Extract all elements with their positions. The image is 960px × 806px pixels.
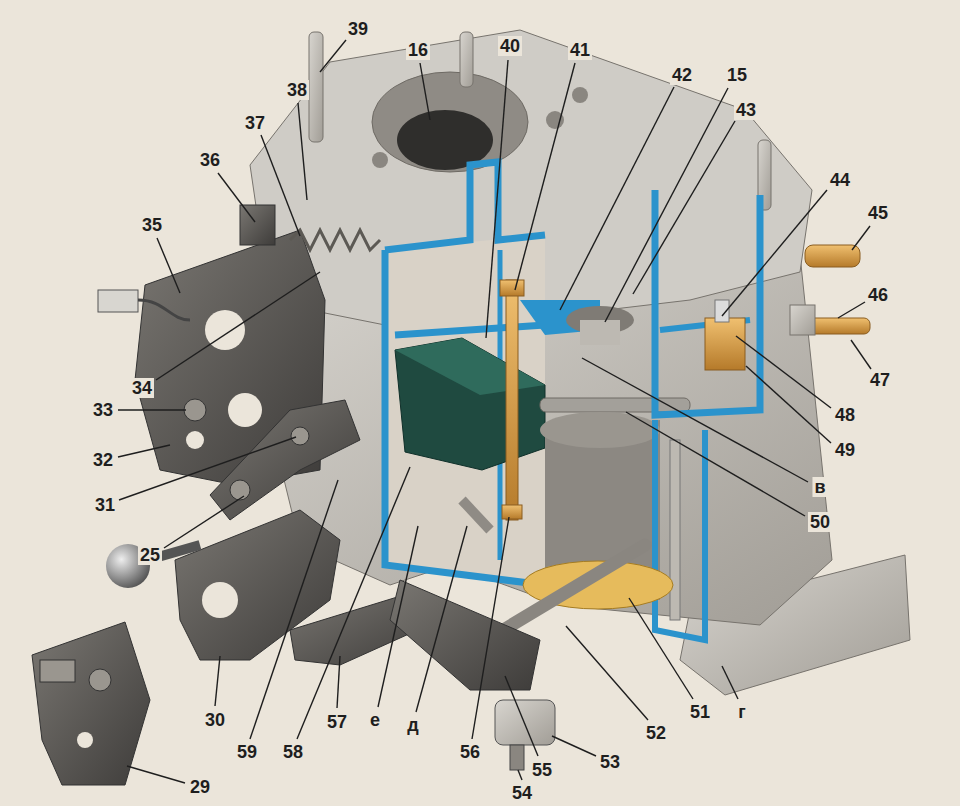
lever — [390, 580, 540, 690]
callout-number: 33 — [91, 400, 115, 420]
air-intake — [372, 72, 528, 172]
spring — [290, 230, 380, 250]
callout-number: 40 — [498, 36, 522, 56]
screw — [89, 669, 111, 691]
callout-number: 30 — [203, 710, 227, 730]
clip — [40, 660, 75, 682]
callout-number: 32 — [91, 450, 115, 470]
callout-number: г — [736, 702, 748, 722]
emulsion-tube — [506, 280, 518, 520]
callout-number: 44 — [828, 170, 852, 190]
adjust-screw — [510, 745, 524, 770]
callout-number: 54 — [510, 783, 534, 803]
callout-number: 31 — [93, 495, 117, 515]
section-wall — [655, 190, 760, 415]
air-jet — [500, 280, 524, 296]
callout-number: 58 — [281, 742, 305, 762]
callout-number: 53 — [598, 752, 622, 772]
section-wall — [385, 162, 545, 250]
stud — [460, 32, 473, 87]
stud — [309, 32, 323, 142]
callout-number: 43 — [734, 100, 758, 120]
float — [395, 338, 545, 470]
callout-number: 49 — [833, 440, 857, 460]
plate-hole — [186, 431, 204, 449]
screw-hole — [572, 87, 588, 103]
callout-number: 47 — [868, 370, 892, 390]
callout-number: 46 — [866, 285, 890, 305]
callout-number: 39 — [346, 19, 370, 39]
callout-number: 38 — [285, 80, 309, 100]
callout-number: 52 — [644, 723, 668, 743]
plate-hole — [228, 393, 262, 427]
fitting-body — [790, 305, 815, 335]
callout-number: 55 — [530, 760, 554, 780]
callout-number: е — [368, 710, 382, 730]
callout-number: 45 — [866, 203, 890, 223]
callout-number: 57 — [325, 712, 349, 732]
mixing-chamber — [540, 412, 660, 448]
callout-number: 42 — [670, 65, 694, 85]
bracket — [495, 700, 555, 745]
callout-number: 29 — [188, 777, 212, 797]
callout-number: 35 — [140, 215, 164, 235]
float-top — [395, 338, 545, 395]
small-diffuser — [580, 320, 620, 345]
screw — [291, 427, 309, 445]
callout-number: 37 — [243, 113, 267, 133]
callout-number: 48 — [833, 405, 857, 425]
starter-lever — [240, 205, 275, 245]
economizer-valve — [705, 318, 745, 370]
callout-number: д — [405, 715, 420, 735]
wire — [138, 300, 190, 320]
callout-number: 25 — [138, 545, 162, 565]
callout-number: 56 — [458, 742, 482, 762]
callout-number: 34 — [130, 378, 154, 398]
callout-number: 16 — [406, 40, 430, 60]
callout-number: 41 — [568, 40, 592, 60]
callout-number: 50 — [808, 512, 832, 532]
channel — [462, 500, 490, 530]
section-wall — [395, 325, 545, 335]
fuel-pipe — [805, 245, 860, 267]
nut — [184, 399, 206, 421]
callout-number: в — [812, 477, 827, 497]
screw-hole — [372, 152, 388, 168]
lever-hole — [77, 732, 93, 748]
idle-screw — [670, 440, 680, 620]
fuel-jet — [502, 505, 522, 519]
lever-part — [32, 622, 150, 785]
callout-number: 36 — [198, 150, 222, 170]
callout-number: 51 — [688, 702, 712, 722]
callout-number: 15 — [725, 65, 749, 85]
leader-lines — [118, 40, 871, 783]
connector — [98, 290, 138, 312]
lever-hole — [202, 582, 238, 618]
callout-number: 59 — [235, 742, 259, 762]
nut — [230, 480, 250, 500]
